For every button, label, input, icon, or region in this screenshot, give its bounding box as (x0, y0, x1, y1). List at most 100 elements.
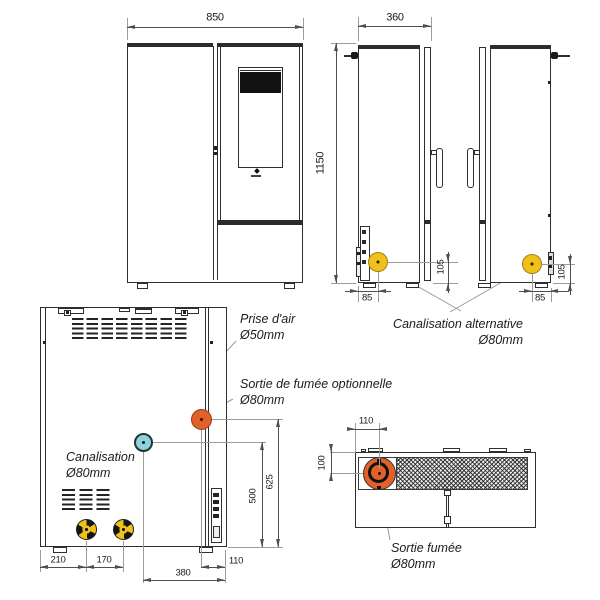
top-edge-tab (443, 448, 460, 452)
dim-line (201, 566, 225, 568)
label-air-intake-size: Ø50mm (240, 327, 285, 342)
ext-line (357, 286, 359, 302)
arrow-icon (143, 577, 151, 582)
label-air-intake-title: Prise d'air (240, 312, 296, 326)
arrow-icon (259, 539, 264, 547)
latch-knob (551, 51, 558, 59)
bracket-box (212, 526, 220, 538)
door-bottom-band (218, 220, 302, 225)
door-hinge-mark (213, 152, 217, 155)
ext-line (224, 550, 226, 583)
bracket-slot (213, 507, 219, 511)
ext-line (331, 282, 356, 284)
ext-line (531, 274, 533, 302)
bracket-slot (213, 500, 219, 504)
dim-line (143, 579, 225, 581)
top-edge-clip (360, 449, 366, 452)
dim-line (519, 290, 569, 292)
front-foot (284, 283, 295, 289)
side-top-band (359, 45, 419, 49)
label-ducting-alternative-title: Canalisation alternative (393, 317, 523, 331)
dim-front-width: 850 (206, 11, 224, 24)
label-smoke-outlet-optional-title: Sortie de fumée optionnelle (240, 377, 393, 391)
arrow-icon (217, 564, 225, 569)
top-divider-line (445, 490, 447, 528)
door-hinge-mark (213, 146, 217, 150)
dim-line-depth (358, 25, 431, 27)
ext-line (550, 288, 552, 302)
label-smoke-outlet-optional-size: Ø80mm (240, 392, 285, 407)
arrow-icon (550, 288, 558, 293)
side-foot (535, 283, 548, 288)
arrow-icon (115, 564, 123, 569)
ext-line (354, 423, 356, 452)
bolt-mark (209, 340, 213, 344)
rear-foot (53, 547, 67, 553)
brand-logo-text (251, 174, 261, 177)
window-black-band (240, 71, 281, 93)
arrow-icon (275, 539, 280, 547)
side-foot (406, 283, 419, 288)
side-top-band (491, 45, 550, 49)
side-duct-port (368, 252, 388, 272)
arrow-icon (350, 288, 358, 293)
handle-mount (473, 150, 480, 155)
label-air-intake: Prise d'air Ø50mm (240, 312, 295, 343)
dim-line (330, 444, 332, 481)
side-right-view-body (490, 45, 551, 283)
side-foot (363, 283, 376, 288)
dim-line-front-width (127, 26, 303, 28)
arrow-icon (446, 254, 450, 262)
label-ducting-alternative: Canalisation alternative Ø80mm (358, 317, 523, 348)
dim-rear-air-offset: 380 (175, 567, 191, 579)
arrow-icon (127, 24, 135, 29)
side-door-edge (424, 47, 431, 281)
ext-line-flue-center (200, 430, 202, 567)
ext-line (211, 418, 283, 420)
body-mark (548, 81, 551, 84)
hinge-dot (66, 311, 69, 314)
ext-line (433, 282, 458, 284)
top-plate-band (135, 307, 152, 310)
arrow-icon (379, 426, 387, 431)
ext-line (302, 18, 304, 40)
arrow-icon (259, 442, 264, 450)
arrow-icon (347, 426, 355, 431)
lower-vent-grille (62, 489, 114, 513)
ext-line (228, 546, 283, 548)
ext-line (542, 263, 575, 265)
bracket-slot (213, 493, 219, 497)
top-edge-tab (489, 448, 507, 452)
dim-rear-air-height: 500 (247, 488, 259, 504)
bolt-mark (42, 340, 46, 344)
side-duct-port-right (522, 254, 542, 274)
upper-vent-grille (71, 318, 190, 342)
arrow-icon (78, 564, 86, 569)
arrow-icon (275, 419, 280, 427)
bracket-dot (356, 252, 360, 255)
dim-rear-duct-spacing: 170 (96, 554, 112, 566)
bracket-slot (213, 514, 219, 518)
arrow-icon (217, 577, 225, 582)
arrow-icon (567, 256, 572, 264)
dim-side-right-duct-offset: 85 (535, 292, 545, 304)
arrow-icon (328, 473, 333, 481)
bracket-slot (549, 264, 552, 268)
ext-line (330, 451, 356, 453)
arrow-icon (567, 283, 572, 291)
flue-notch (377, 485, 381, 489)
divider-clip (443, 490, 451, 496)
label-ducting-size: Ø80mm (66, 465, 111, 480)
arrow-icon (524, 288, 532, 293)
label-smoke-outlet-size: Ø80mm (391, 556, 436, 571)
arrow-icon (378, 288, 386, 293)
dim-line (261, 442, 263, 547)
dim-rear-flue-height: 625 (264, 474, 276, 490)
duct-port-left (75, 518, 97, 540)
label-ducting: Canalisation Ø80mm (66, 450, 135, 481)
side-foot (478, 283, 491, 288)
side-door-band (479, 220, 486, 224)
optional-smoke-outlet-port (190, 408, 212, 430)
top-edge-clip (524, 449, 531, 452)
